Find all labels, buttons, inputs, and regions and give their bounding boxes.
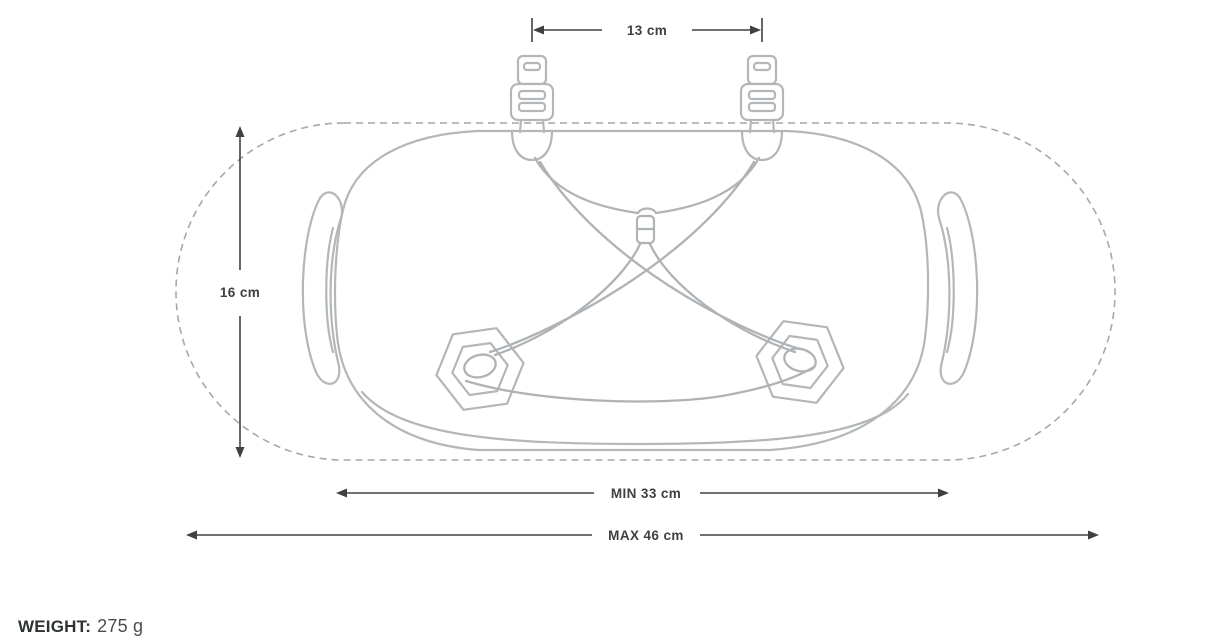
right-roll-flap	[936, 191, 979, 385]
max-extension-dashed-outline	[175, 122, 1116, 461]
dimension-min-width-label: MIN 33 cm	[611, 486, 681, 501]
dimension-min-width: MIN 33 cm	[336, 486, 949, 501]
dimension-strap-spacing: 13 cm	[531, 18, 763, 42]
dimension-bag-height-label: 16 cm	[220, 285, 260, 300]
bag-bottom-seam	[360, 390, 910, 446]
dimension-bag-height: 16 cm	[220, 126, 260, 458]
weight-caption: WEIGHT: 275 g	[18, 616, 143, 637]
dimension-max-width: MAX 46 cm	[186, 528, 1099, 543]
strap-buckle-right	[739, 54, 785, 162]
dimension-max-width-label: MAX 46 cm	[608, 528, 684, 543]
dimension-strap-spacing-label: 13 cm	[627, 23, 667, 38]
cord-lock	[635, 207, 658, 245]
weight-label: WEIGHT:	[18, 617, 92, 636]
weight-value: 275 g	[97, 616, 144, 636]
strap-buckle-left	[509, 54, 555, 162]
lash-hexagon-right	[755, 320, 845, 404]
bungee-cords	[463, 156, 817, 403]
lash-hexagon-left	[435, 327, 525, 411]
left-roll-flap	[301, 191, 344, 385]
